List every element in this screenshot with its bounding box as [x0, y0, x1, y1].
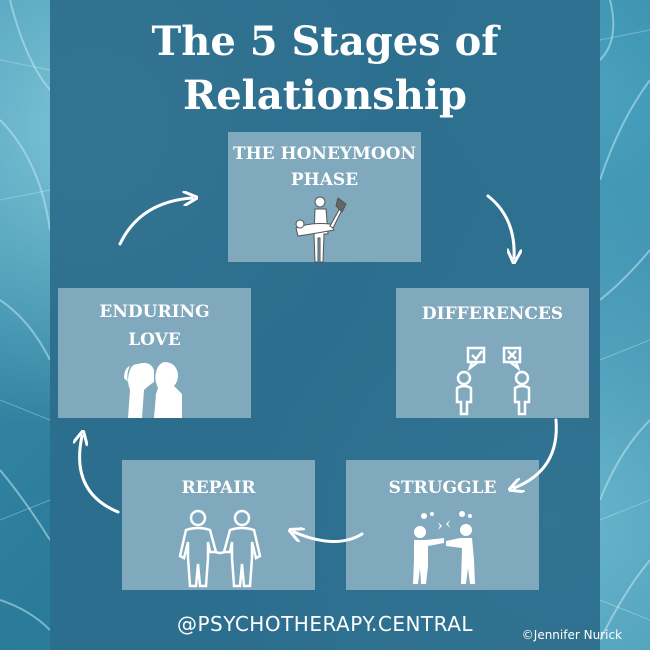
arrow-differences-to-struggle	[514, 418, 558, 488]
groom-carrying-bride-icon	[295, 196, 347, 263]
arrow-honeymoon-to-differences	[486, 194, 514, 258]
stage-repair-label: REPAIR	[181, 478, 256, 498]
stage-honeymoon: THE HONEYMOON PHASE	[228, 132, 421, 263]
stage-differences-label: DIFFERENCES	[421, 304, 564, 324]
copyright-credit: ©Jennifer Nurick	[521, 628, 622, 642]
arrow-struggle-to-repair	[294, 532, 364, 544]
social-handle: @PSYCHOTHERAPY.CENTRAL	[176, 612, 474, 636]
stage-enduring-love: ENDURING LOVE	[58, 288, 251, 418]
couple-kissing-icon	[124, 362, 182, 418]
stage-honeymoon-label-1: THE HONEYMOON	[232, 144, 417, 164]
two-people-holding-hands-icon	[178, 509, 262, 588]
stage-struggle: STRUGGLE	[346, 460, 539, 590]
stage-enduring-label-2: LOVE	[128, 330, 181, 350]
arrow-enduring-to-honeymoon	[118, 198, 192, 246]
stage-honeymoon-label-2: PHASE	[290, 170, 359, 190]
stage-repair: REPAIR	[122, 460, 315, 590]
stage-enduring-label-1: ENDURING	[99, 302, 210, 322]
two-people-arguing-icon	[413, 511, 475, 584]
two-people-check-x-bubbles-icon	[455, 346, 531, 416]
arrow-repair-to-enduring	[80, 436, 120, 514]
title-line-2: Relationship	[182, 72, 467, 119]
stage-differences: DIFFERENCES	[396, 288, 589, 418]
stage-struggle-label: STRUGGLE	[388, 478, 497, 498]
title-line-1: The 5 Stages of	[151, 18, 499, 65]
